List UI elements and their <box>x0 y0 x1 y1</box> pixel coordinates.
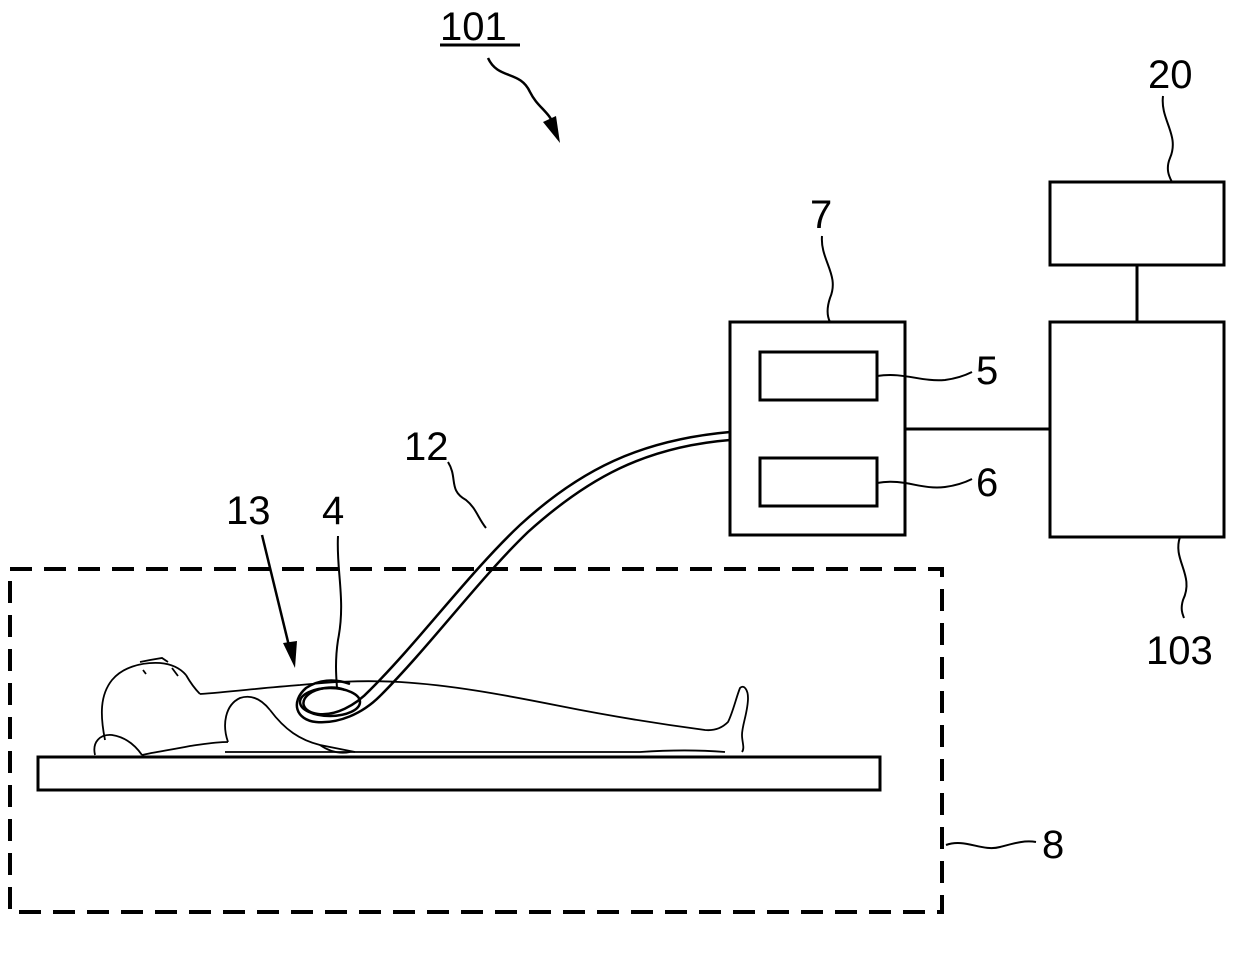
region-8 <box>10 569 942 912</box>
label-12: 12 <box>404 425 449 469</box>
leader-7 <box>822 236 833 322</box>
box-103 <box>1050 322 1224 537</box>
label-8: 8 <box>1042 823 1064 867</box>
label-20: 20 <box>1148 53 1193 97</box>
box-20 <box>1050 182 1224 265</box>
arrowhead-101 <box>543 116 560 143</box>
label-101: 101 <box>440 5 507 49</box>
element-6 <box>760 458 877 506</box>
leader-101 <box>488 58 556 128</box>
leader-103 <box>1178 537 1186 618</box>
label-4: 4 <box>322 489 344 533</box>
element-5 <box>760 352 877 400</box>
leader-5 <box>877 372 972 380</box>
arrowhead-13 <box>283 641 297 668</box>
leader-6 <box>877 479 972 487</box>
leader-12 <box>448 462 486 528</box>
label-5: 5 <box>976 349 998 393</box>
label-7: 7 <box>810 193 832 237</box>
leader-13 <box>262 535 290 650</box>
label-13: 13 <box>226 489 271 533</box>
leader-20 <box>1163 96 1173 182</box>
leader-8 <box>946 841 1036 848</box>
catheter-tip-loop <box>300 688 360 716</box>
label-6: 6 <box>976 461 998 505</box>
box-7 <box>730 322 905 535</box>
patient-table <box>38 757 880 790</box>
label-103: 103 <box>1146 629 1213 673</box>
catheter-12 <box>297 432 730 722</box>
leader-4 <box>336 536 341 688</box>
patient-figure <box>94 658 748 755</box>
